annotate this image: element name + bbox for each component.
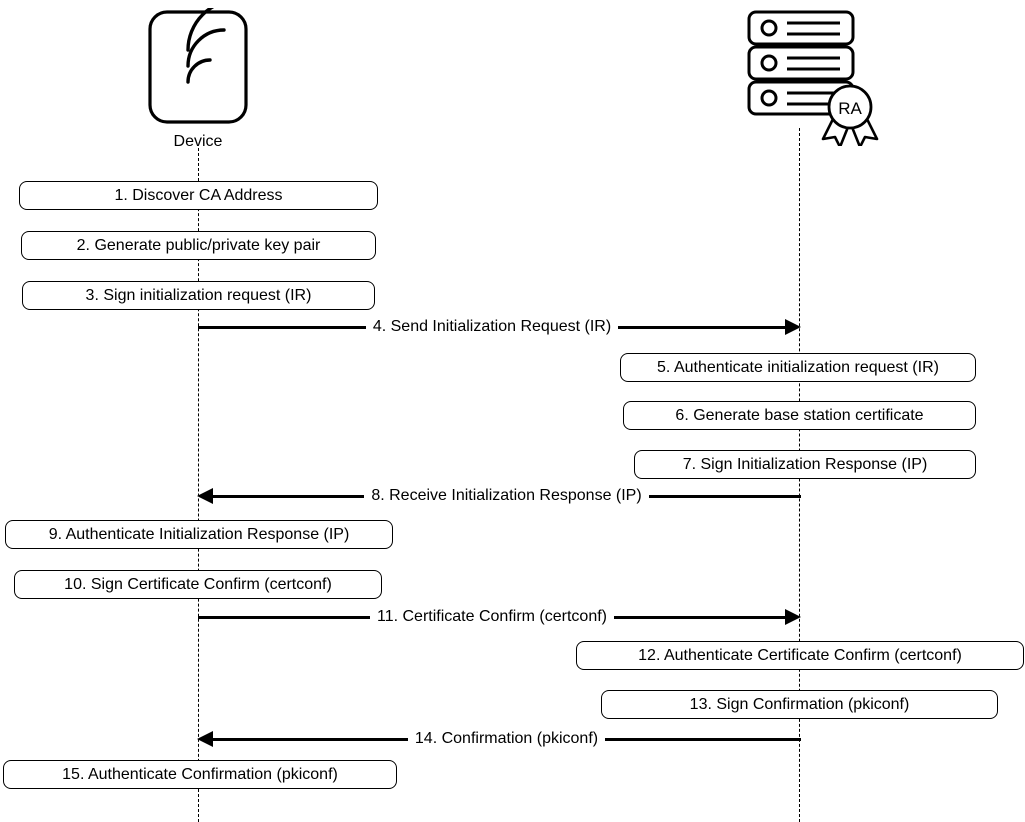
- actor-ra[interactable]: RA: [740, 6, 880, 153]
- action-box-step-1[interactable]: 1. Discover CA Address: [19, 181, 378, 210]
- action-box-step-2-label: 2. Generate public/private key pair: [76, 236, 321, 254]
- arrowhead-left-icon: [197, 488, 213, 504]
- action-box-step-12-label: 12. Authenticate Certificate Confirm (ce…: [638, 646, 962, 664]
- action-box-step-10-label: 10. Sign Certificate Confirm (certconf): [64, 575, 332, 593]
- action-box-step-5[interactable]: 5. Authenticate initialization request (…: [620, 353, 976, 382]
- actor-device[interactable]: Device: [128, 0, 268, 151]
- action-box-step-15-label: 15. Authenticate Confirmation (pkiconf): [62, 765, 338, 783]
- arrowhead-right-icon: [785, 609, 801, 625]
- message-step-14-line: [212, 737, 408, 741]
- action-box-step-6-label: 6. Generate base station certificate: [675, 406, 924, 424]
- action-box-step-13-label: 13. Sign Confirmation (pkiconf): [689, 695, 910, 713]
- action-box-step-9-label: 9. Authenticate Initialization Response …: [48, 525, 350, 543]
- arrowhead-left-icon: [197, 731, 213, 747]
- message-step-11-line: [198, 615, 370, 619]
- action-box-step-5-label: 5. Authenticate initialization request (…: [657, 358, 939, 376]
- wireless-device-icon: [128, 0, 268, 131]
- action-box-step-1-label: 1. Discover CA Address: [114, 186, 283, 204]
- message-step-14[interactable]: 14. Confirmation (pkiconf): [197, 726, 801, 752]
- message-step-8-line: [212, 494, 365, 498]
- message-step-4-line: [198, 325, 366, 329]
- action-box-step-13[interactable]: 13. Sign Confirmation (pkiconf): [601, 690, 998, 719]
- action-box-step-7-label: 7. Sign Initialization Response (IP): [682, 455, 928, 473]
- action-box-step-15[interactable]: 15. Authenticate Confirmation (pkiconf): [3, 760, 397, 789]
- message-step-11-line-2: [614, 615, 786, 619]
- server-stack-icon: RA: [740, 6, 880, 151]
- message-step-8[interactable]: 8. Receive Initialization Response (IP): [197, 483, 802, 509]
- message-step-4[interactable]: 4. Send Initialization Request (IR): [198, 314, 801, 340]
- message-step-4-line-2: [618, 325, 786, 329]
- arrowhead-right-icon: [785, 319, 801, 335]
- action-box-step-3[interactable]: 3. Sign initialization request (IR): [22, 281, 375, 310]
- action-box-step-2[interactable]: 2. Generate public/private key pair: [21, 231, 376, 260]
- message-step-14-label: 14. Confirmation (pkiconf): [407, 730, 606, 748]
- action-box-step-6[interactable]: 6. Generate base station certificate: [623, 401, 976, 430]
- actor-device-label: Device: [173, 133, 223, 150]
- action-box-step-7[interactable]: 7. Sign Initialization Response (IP): [634, 450, 976, 479]
- message-step-8-label: 8. Receive Initialization Response (IP): [364, 487, 649, 505]
- action-box-step-12[interactable]: 12. Authenticate Certificate Confirm (ce…: [576, 641, 1024, 670]
- action-box-step-9[interactable]: 9. Authenticate Initialization Response …: [5, 520, 393, 549]
- message-step-4-label: 4. Send Initialization Request (IR): [365, 318, 619, 336]
- message-step-14-line-2: [605, 737, 801, 741]
- lifeline-device: [198, 148, 199, 822]
- action-box-step-10[interactable]: 10. Sign Certificate Confirm (certconf): [14, 570, 382, 599]
- message-step-11-label: 11. Certificate Confirm (certconf): [370, 608, 614, 626]
- message-step-11[interactable]: 11. Certificate Confirm (certconf): [198, 604, 801, 630]
- message-step-8-line-2: [648, 494, 802, 498]
- action-box-step-3-label: 3. Sign initialization request (IR): [85, 286, 312, 304]
- ra-badge-text: RA: [838, 99, 862, 118]
